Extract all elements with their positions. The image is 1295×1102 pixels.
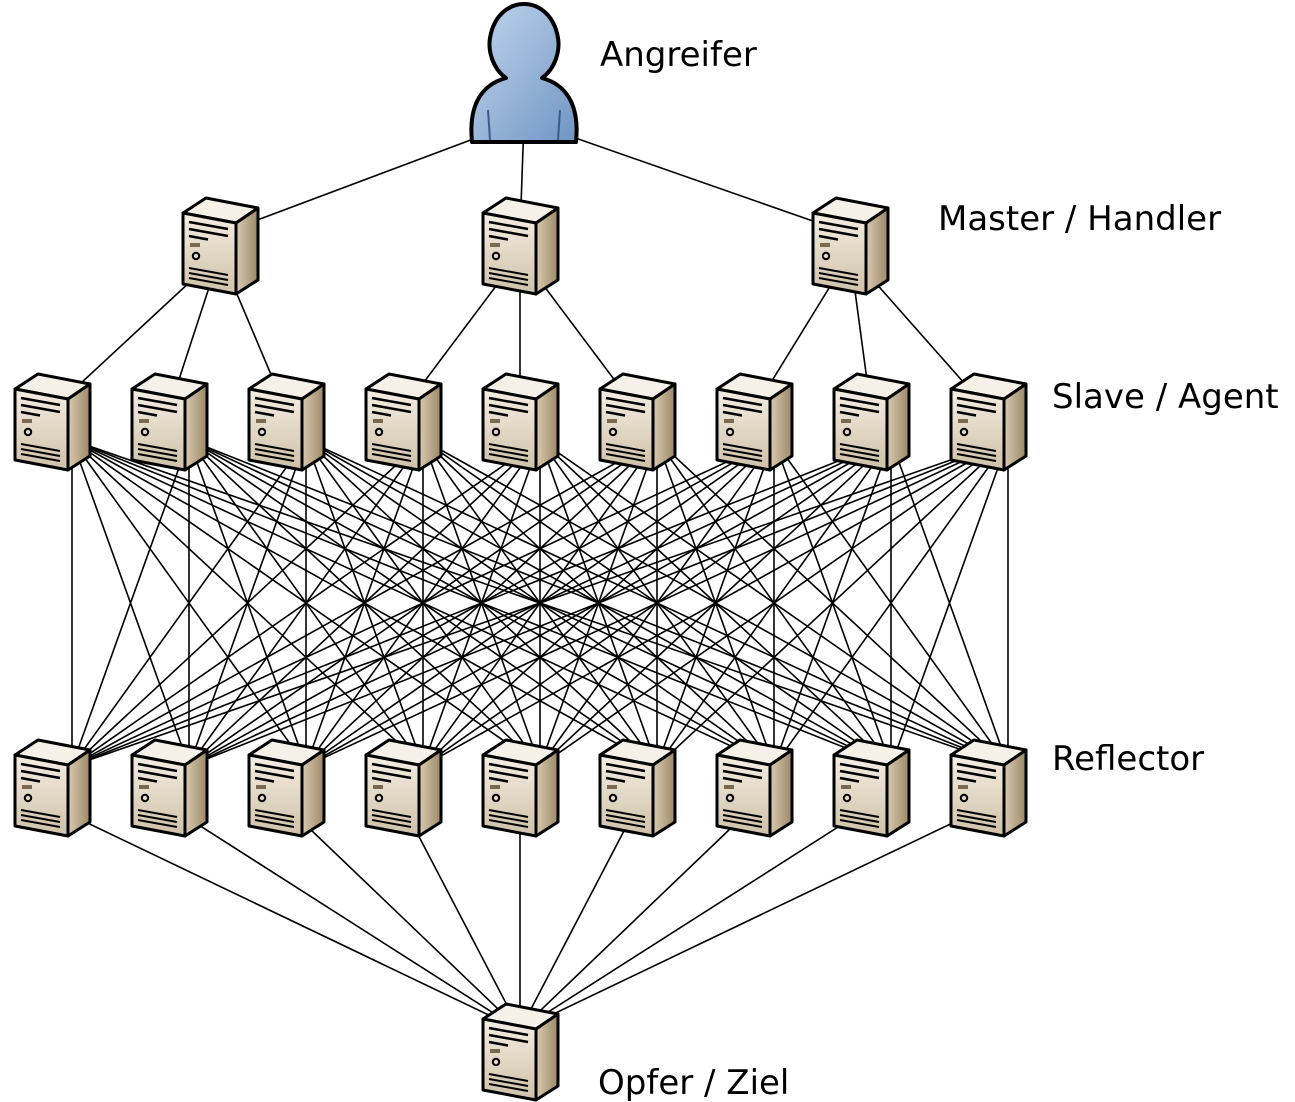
link-reflector-victim-2 (168, 805, 521, 1031)
slave-layer-label: Slave / Agent (1052, 377, 1279, 417)
master-server-icon-2 (481, 196, 560, 296)
reflector-server-icon-2 (130, 738, 209, 838)
link-slave-9-reflector-2 (188, 439, 1009, 767)
reflector-server-icon-4 (364, 738, 443, 838)
link-slave-9-reflector-7 (773, 439, 1009, 767)
slave-server-icon-5 (481, 372, 560, 472)
link-slave-9-reflector-1 (71, 439, 1009, 767)
slave-server-icon-8 (832, 372, 911, 472)
link-slave-3-reflector-1 (71, 439, 307, 767)
link-attacker-master-3 (523, 119, 851, 235)
master-layer-label: Master / Handler (938, 199, 1221, 239)
reflector-server-icon-9 (949, 738, 1028, 838)
link-reflector-victim-3 (285, 805, 521, 1031)
link-slave-5-reflector-1 (71, 439, 541, 767)
slave-server-icon-7 (715, 372, 794, 472)
link-slave-9-reflector-8 (890, 439, 1009, 767)
reflector-layer-label: Reflector (1052, 739, 1204, 779)
link-reflector-victim-4 (402, 805, 521, 1031)
connection-lines (51, 119, 1009, 1031)
reflector-server-icon-8 (832, 738, 911, 838)
slave-server-icon-2 (130, 372, 209, 472)
master-server-icon-3 (811, 196, 890, 296)
link-reflector-victim-1 (51, 805, 521, 1031)
reflector-server-icon-5 (481, 738, 560, 838)
reflector-server-icon-3 (247, 738, 326, 838)
link-slave-9-reflector-6 (656, 439, 1009, 767)
link-slave-2-reflector-1 (71, 439, 190, 767)
attacker-person-icon (469, 2, 579, 144)
victim-label: Opfer / Ziel (598, 1063, 789, 1102)
link-slave-9-reflector-4 (422, 439, 1009, 767)
slave-server-icon-6 (598, 372, 677, 472)
link-slave-7-reflector-1 (71, 439, 775, 767)
link-slave-9-reflector-3 (305, 439, 1009, 767)
link-slave-4-reflector-1 (71, 439, 424, 767)
attacker-label: Angreifer (600, 35, 757, 75)
slave-server-icon-4 (364, 372, 443, 472)
master-server-icon-1 (181, 196, 260, 296)
slave-server-icon-3 (247, 372, 326, 472)
link-slave-6-reflector-1 (71, 439, 658, 767)
reflector-server-icon-6 (598, 738, 677, 838)
link-reflector-victim-6 (519, 805, 638, 1031)
link-slave-8-reflector-1 (71, 439, 892, 767)
reflector-server-icon-7 (715, 738, 794, 838)
link-reflector-victim-9 (519, 805, 989, 1031)
link-slave-9-reflector-5 (539, 439, 1009, 767)
slave-server-icon-1 (13, 372, 92, 472)
link-reflector-victim-8 (519, 805, 872, 1031)
victim-server-icon (481, 1002, 560, 1102)
slave-server-icon-9 (949, 372, 1028, 472)
link-reflector-victim-7 (519, 805, 755, 1031)
reflector-server-icon-1 (13, 738, 92, 838)
